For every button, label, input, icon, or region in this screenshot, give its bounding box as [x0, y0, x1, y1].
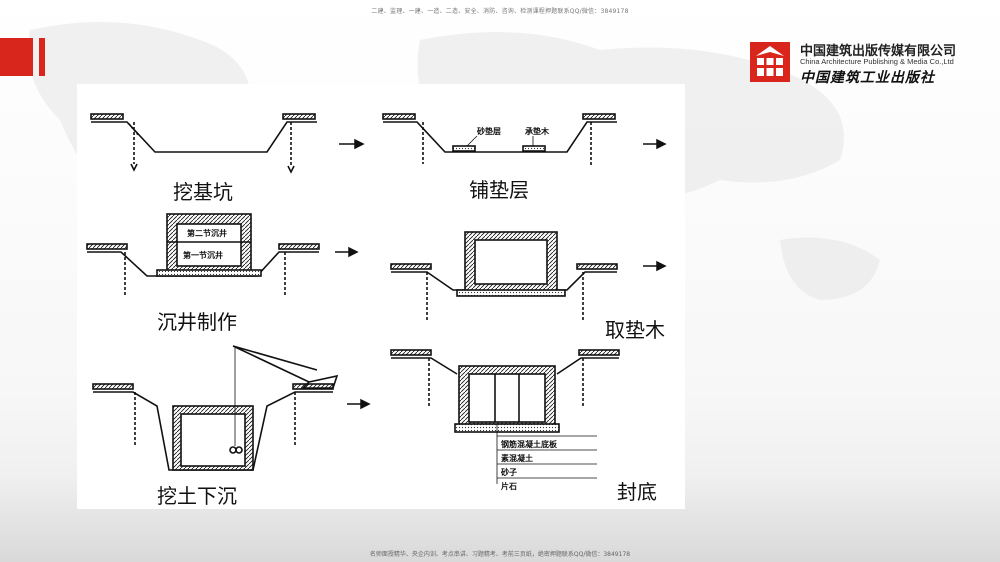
caption-step-1: 挖基坑 — [173, 180, 233, 204]
step-2-drawing — [382, 113, 617, 166]
caisson-process-diagram: 砂垫层 承垫木 第二节沉井 第一节沉井 钢筋混凝土底板 素混凝土 砂子 片石 挖… — [77, 84, 685, 509]
label-second-section: 第二节沉井 — [187, 228, 227, 238]
caption-step-4: 取垫木 — [605, 318, 665, 342]
flow-arrows — [335, 138, 667, 410]
step-5-drawing — [92, 345, 339, 471]
legend-rc-slab: 钢筋混凝土底板 — [501, 439, 558, 449]
header-note: 二建、监理、一建、一造、二造、安全、消防、咨询、检测课程押题联系QQ/微信：38… — [371, 8, 629, 15]
caption-step-5: 挖土下沉 — [157, 484, 237, 508]
publisher-name-cn: 中国建筑出版传媒有限公司 — [800, 44, 957, 59]
legend-sand: 砂子 — [500, 467, 517, 477]
legend-rubble: 片石 — [501, 481, 517, 491]
legend-plain-concrete: 素混凝土 — [501, 453, 533, 463]
footer-note: 名师面授精华、央企内训、考点串讲、习题精考、考前三页纸，绝密押题联系QQ/微信：… — [369, 551, 631, 558]
step-6-drawing — [390, 349, 620, 484]
publisher-name-en: China Architecture Publishing & Media Co… — [800, 57, 954, 66]
diagram-drawing: 砂垫层 承垫木 第二节沉井 第一节沉井 钢筋混凝土底板 素混凝土 砂子 片石 — [86, 113, 667, 491]
step-1-drawing — [90, 113, 317, 174]
label-bearing-timber: 承垫木 — [525, 126, 550, 136]
publisher-name-calligraphy: 中国建筑工业出版社 — [800, 70, 935, 86]
step-3-drawing — [86, 213, 320, 296]
publisher-logo-icon — [750, 42, 790, 82]
step-4-drawing — [390, 231, 618, 320]
caption-step-6: 封底 — [617, 480, 657, 504]
label-first-section: 第一节沉井 — [183, 250, 223, 260]
caption-step-3: 沉井制作 — [157, 310, 237, 334]
accent-bar — [39, 38, 45, 76]
label-sand-cushion: 砂垫层 — [476, 126, 501, 136]
caption-step-2: 铺垫层 — [469, 178, 529, 202]
publisher-brand: 中国建筑出版传媒有限公司 China Architecture Publishi… — [748, 40, 963, 86]
accent-block — [0, 38, 33, 76]
